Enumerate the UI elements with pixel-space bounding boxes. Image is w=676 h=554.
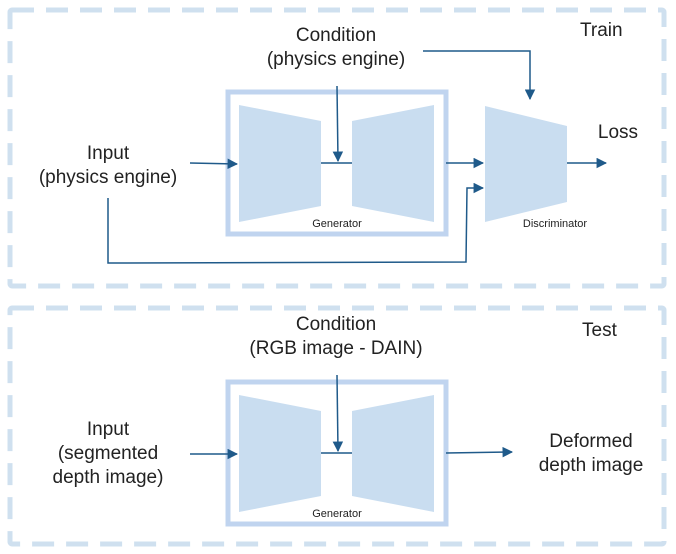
test-decoder-shape	[352, 395, 434, 512]
train-condition-line-1: Condition	[295, 25, 377, 46]
test-condition-line-2: (RGB image - DAIN)	[249, 338, 423, 359]
train-generator-label: Generator	[312, 218, 362, 230]
train-condition-to-discriminator-arrow	[423, 50, 536, 101]
train-condition-label: Condition (physics engine)	[236, 24, 436, 72]
test-encoder-shape	[239, 395, 321, 512]
train-loss-label: Loss	[597, 122, 639, 143]
train-condition-line-2: (physics engine)	[266, 49, 406, 70]
test-input-line-1: Input	[86, 419, 130, 440]
test-output-arrow	[445, 446, 514, 458]
test-section-label: Test	[582, 320, 617, 341]
test-condition-line-1: Condition	[295, 314, 377, 335]
train-input-bypass-arrow	[107, 182, 485, 264]
train-discriminator-label: Discriminator	[522, 218, 588, 230]
test-output-line-2: depth image	[538, 455, 644, 476]
train-input-label: Input (physics engine)	[18, 142, 198, 190]
train-discriminator-shape	[485, 106, 567, 222]
train-section-label: Train	[580, 20, 623, 41]
test-generator-label: Generator	[312, 508, 362, 520]
train-condition-arrow	[332, 85, 344, 163]
train-input-line-2: (physics engine)	[38, 167, 178, 188]
test-output-label: Deformed depth image	[516, 430, 666, 478]
train-input-arrow	[189, 158, 239, 170]
train-input-line-1: Input	[86, 143, 130, 164]
train-encoder-shape	[239, 105, 321, 222]
test-input-label: Input (segmented depth image)	[28, 418, 188, 490]
test-condition-label: Condition (RGB image - DAIN)	[226, 313, 446, 361]
train-decoder-shape	[352, 105, 434, 222]
test-input-line-3: depth image)	[52, 467, 164, 488]
test-input-line-2: (segmented	[57, 443, 159, 464]
test-condition-arrow	[332, 374, 344, 453]
train-section-border	[7, 7, 667, 289]
test-section-border	[7, 305, 667, 547]
test-output-line-1: Deformed	[549, 431, 633, 452]
